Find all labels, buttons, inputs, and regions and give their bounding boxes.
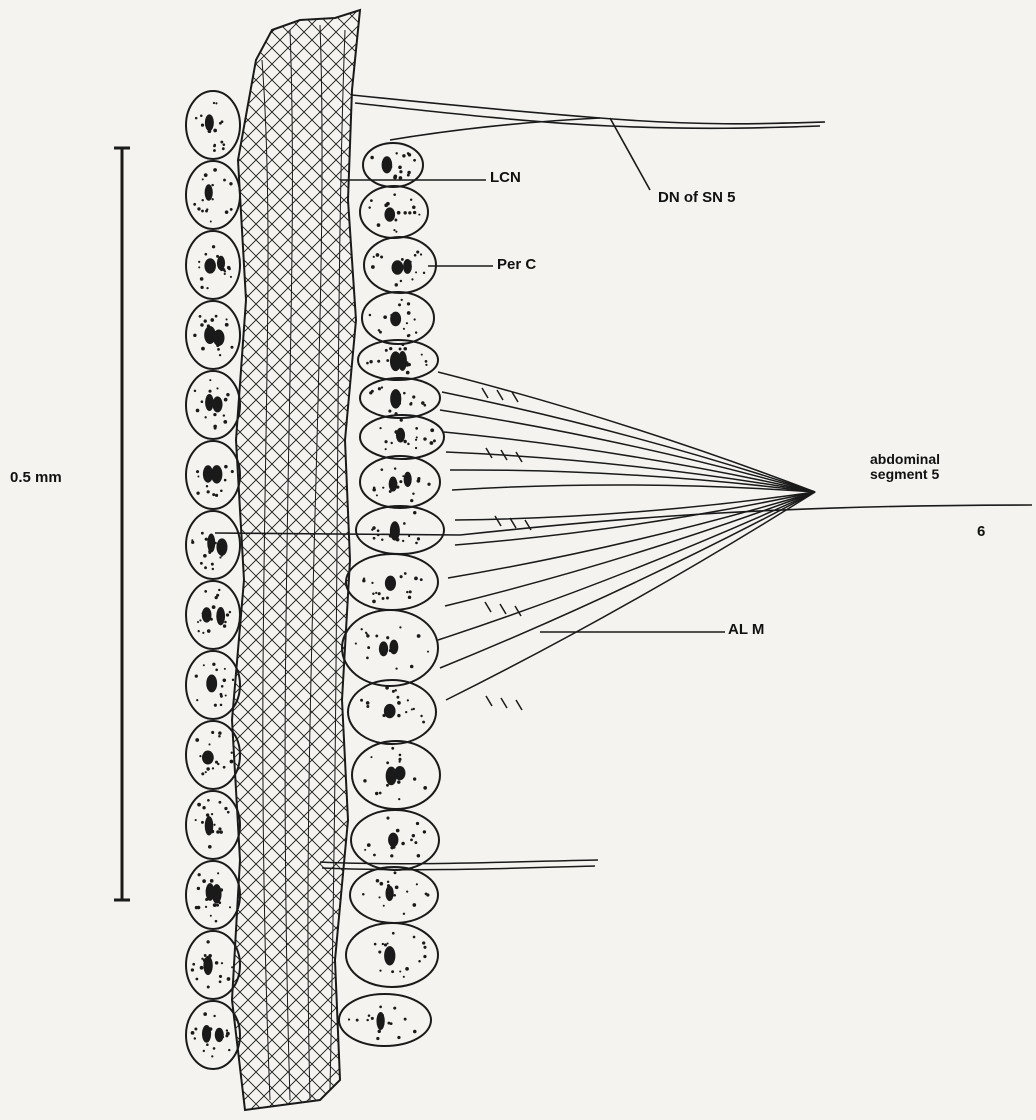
right-cell (342, 610, 438, 686)
abdominal-segment-line1: abdominal (870, 451, 940, 467)
lower-nerve (320, 860, 598, 870)
right-cell (346, 554, 438, 610)
right-cell (346, 923, 438, 987)
left-cell (186, 791, 240, 859)
left-cell (186, 441, 240, 509)
left-cell (186, 231, 240, 299)
dn-sn5-label: DN of SN 5 (658, 190, 736, 206)
right-cell (352, 741, 440, 809)
abdominal-segment-line2: segment 5 (870, 466, 939, 482)
fiber-hatching (486, 696, 522, 710)
right-cell (358, 340, 438, 380)
fiber-hatching (482, 388, 518, 402)
right-cell (360, 378, 440, 418)
right-cell (364, 237, 436, 293)
right-cell (356, 506, 444, 554)
scale-bar-label: 0.5 mm (10, 470, 62, 486)
muscle-fiber (446, 492, 815, 700)
left-cell (186, 511, 240, 579)
scale-bar (114, 148, 130, 900)
muscle-fiber (445, 492, 815, 606)
left-cell (186, 301, 240, 369)
left-cell (186, 371, 240, 439)
segment-six-label: 6 (977, 524, 985, 540)
left-cell (186, 581, 240, 649)
muscle-fiber (448, 492, 815, 578)
right-cell (351, 810, 439, 870)
lcn-label: LCN (490, 170, 521, 186)
dorsal-nerve (352, 95, 825, 190)
right-cell (360, 186, 428, 238)
al-m-label: AL M (728, 622, 764, 638)
abdominal-segment-label: abdominal segment 5 (870, 452, 940, 482)
left-cell (186, 651, 240, 719)
left-cell (186, 91, 240, 159)
right-cell (350, 867, 438, 923)
right-cell (348, 680, 436, 744)
left-cell (186, 1001, 240, 1069)
left-cell (186, 161, 240, 229)
right-cell (360, 456, 440, 508)
right-cell (339, 994, 431, 1046)
right-cell (362, 292, 434, 344)
left-cell (186, 861, 240, 929)
alary-muscle-fibers (438, 372, 815, 710)
left-cell-column (186, 91, 240, 1069)
muscle-fiber (438, 492, 815, 640)
right-cell (360, 415, 444, 459)
per-c-label: Per C (497, 257, 536, 273)
right-cell-column (339, 143, 444, 1046)
